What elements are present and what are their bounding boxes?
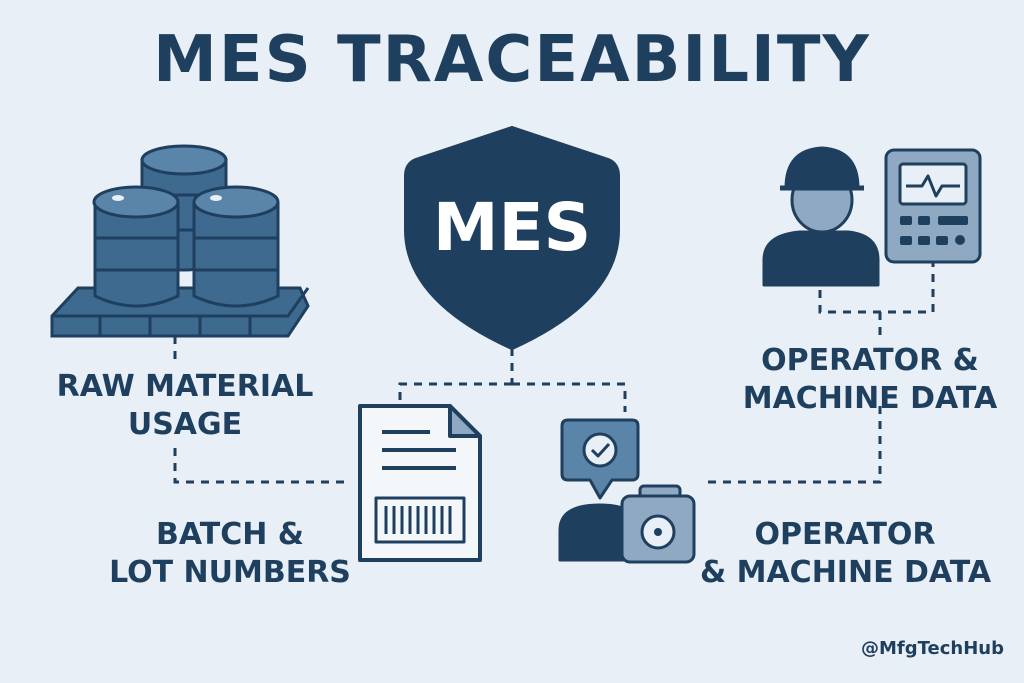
operator-machine-top-line2: MACHINE DATA — [742, 381, 998, 416]
batch-lot-line1: BATCH & — [156, 517, 304, 552]
batch-lot-numbers-label: BATCH & LOT NUMBERS — [100, 516, 360, 592]
mes-hub-label: MES — [433, 189, 591, 266]
mes-shield-icon: MES — [404, 125, 620, 351]
batch-lot-line2: LOT NUMBERS — [109, 555, 351, 590]
operator-machine-data-label-top: OPERATOR & MACHINE DATA — [730, 342, 1010, 418]
operator-and-control-panel-icon — [762, 146, 982, 287]
operator-machine-top-line1: OPERATOR & — [761, 343, 979, 378]
barcode-document-icon — [358, 404, 482, 562]
connector-raw-bottom-to-batch — [173, 448, 345, 484]
author-handle: @MfgTechHub — [861, 638, 1004, 659]
connector-operator-to-panel — [818, 260, 935, 314]
connector-hub-branch-left — [398, 382, 512, 405]
raw-material-line2: USAGE — [127, 407, 243, 442]
operator-machine-bottom-line2: & MACHINE DATA — [700, 555, 992, 590]
raw-material-usage-label: RAW MATERIAL USAGE — [40, 368, 330, 444]
page-title: MES TRACEABILITY — [153, 23, 871, 97]
connector-lines — [173, 260, 935, 484]
barrels-on-pallet-icon — [50, 144, 310, 338]
operator-machine-bottom-line1: OPERATOR — [754, 517, 936, 552]
raw-material-line1: RAW MATERIAL — [56, 369, 314, 404]
connector-machine-to-operator — [708, 405, 882, 484]
operator-check-and-machine-icon — [558, 418, 696, 564]
connector-hub-branch-right — [512, 382, 627, 412]
operator-machine-data-label-bottom: OPERATOR & MACHINE DATA — [700, 516, 992, 592]
